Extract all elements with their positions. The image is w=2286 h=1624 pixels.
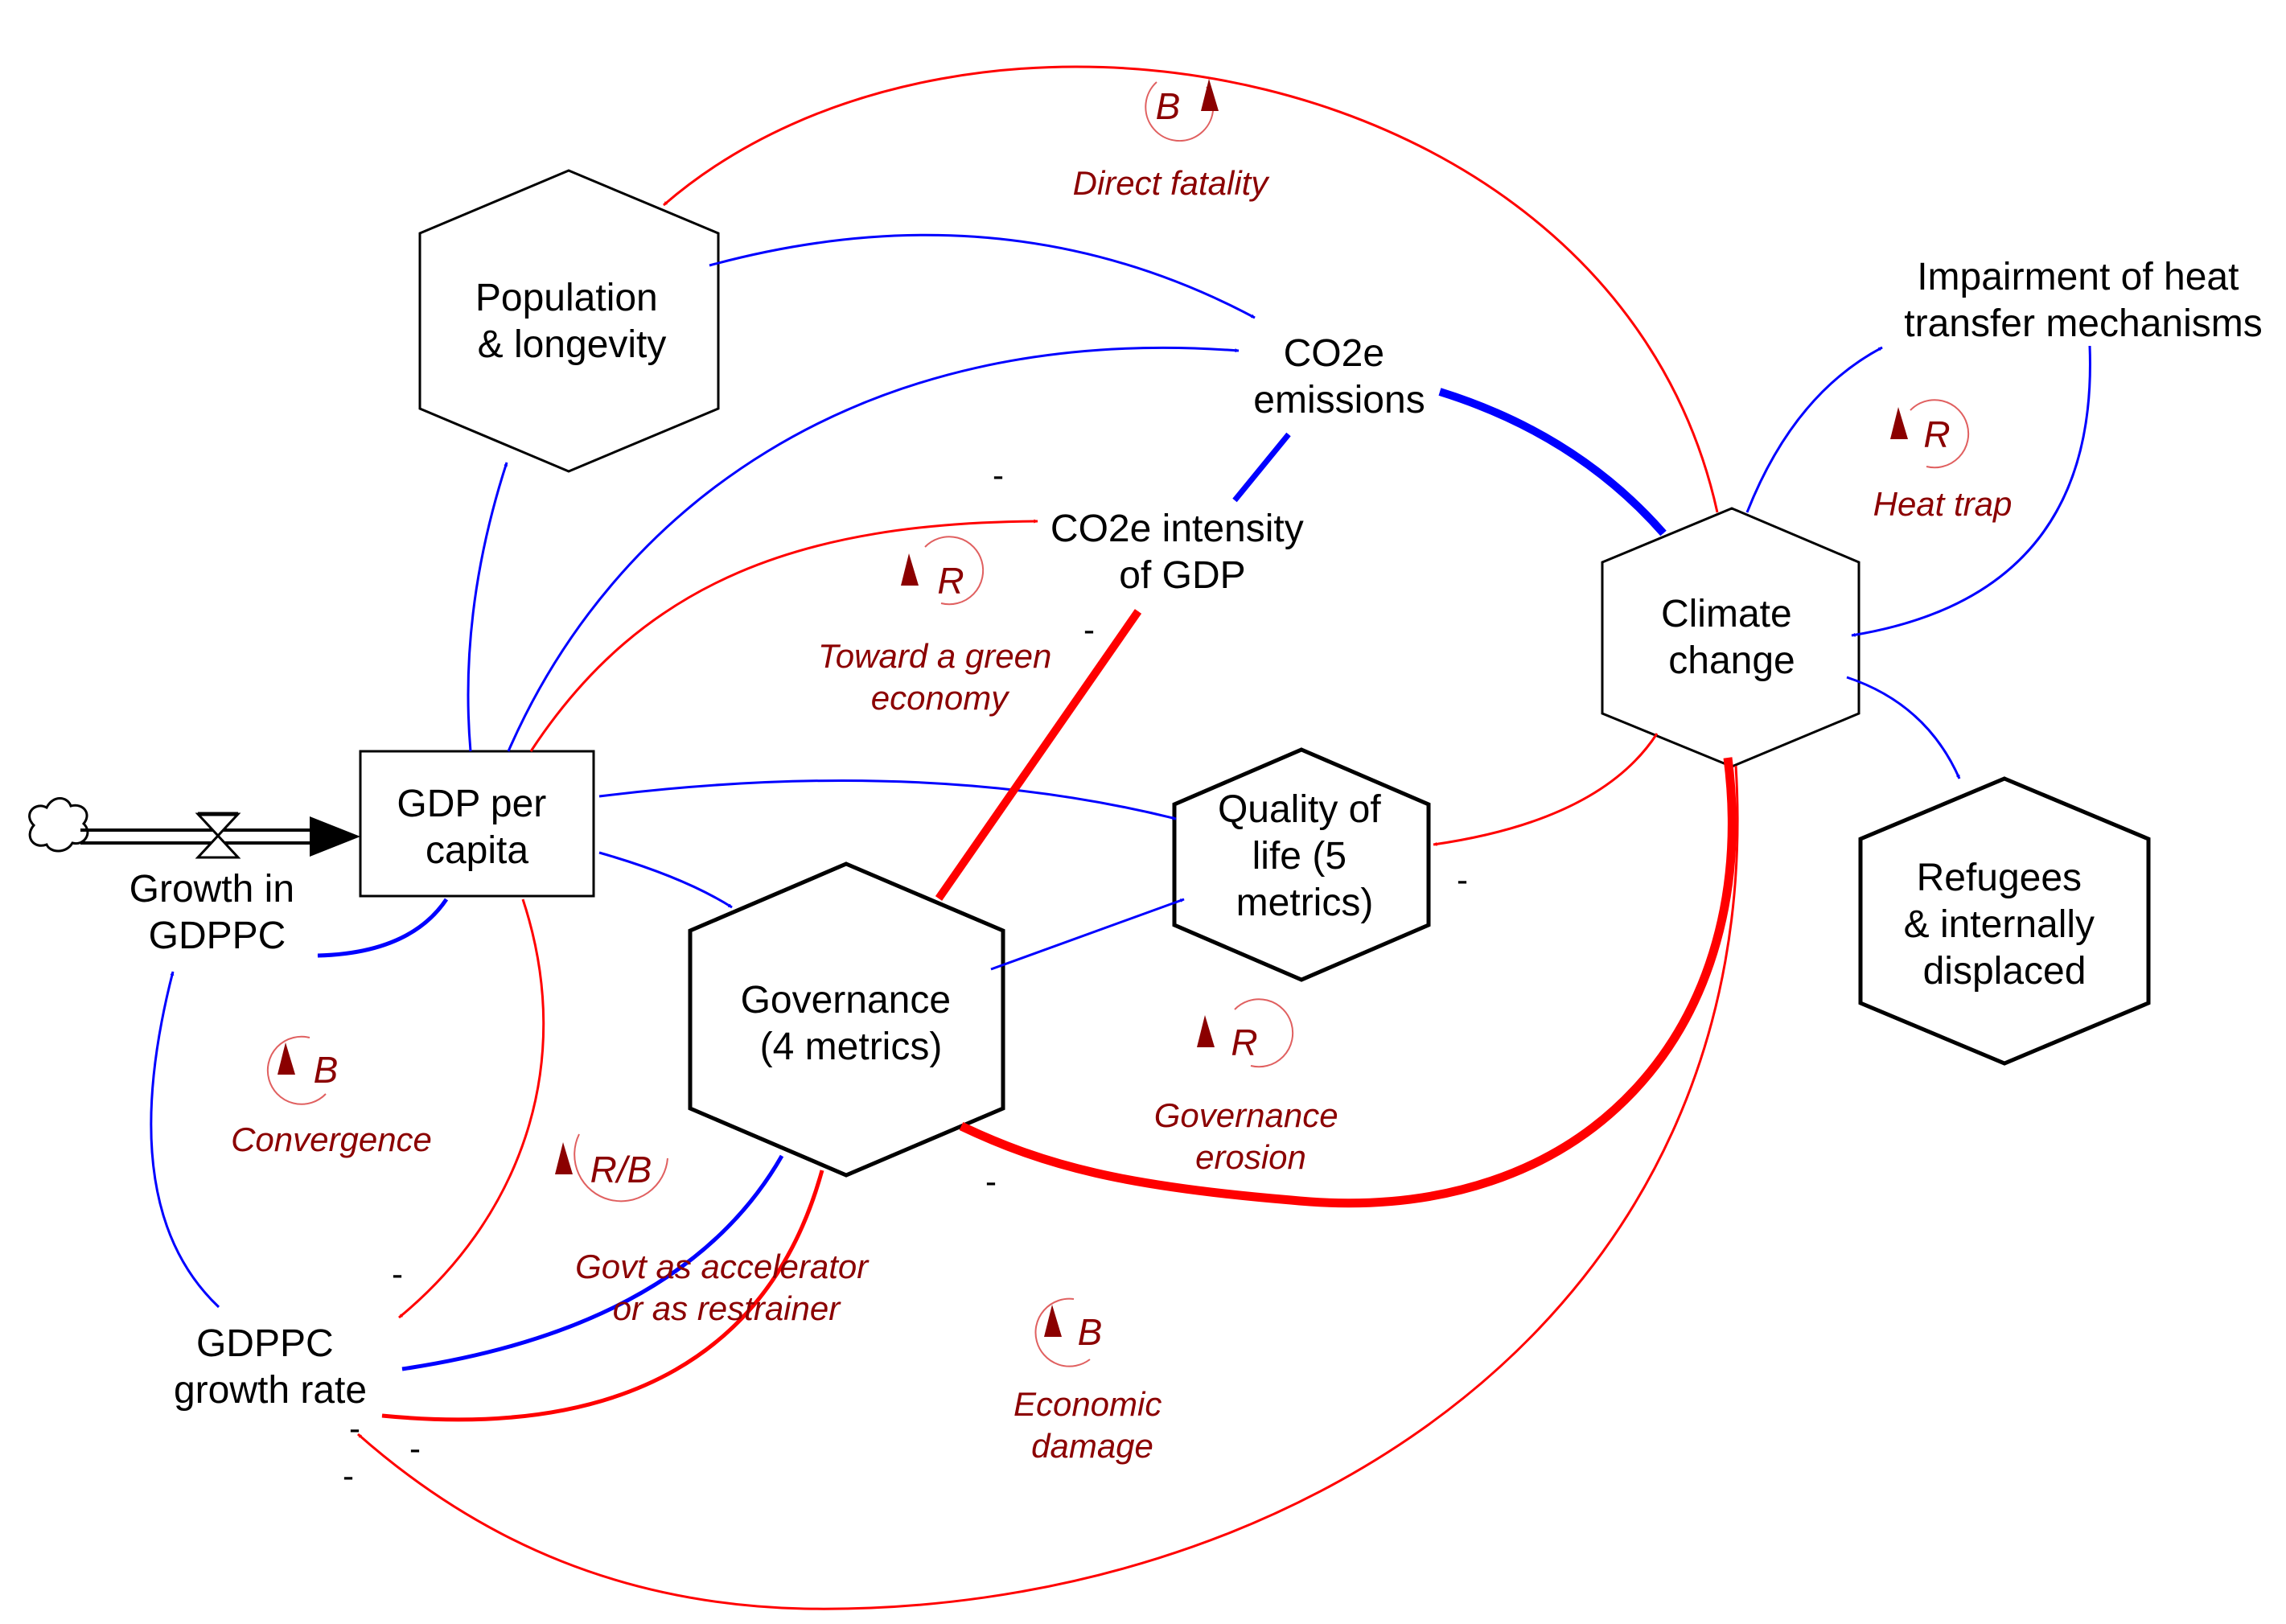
loop-arrow-icon bbox=[278, 1042, 295, 1075]
population-hexagon bbox=[418, 169, 720, 473]
quality-of-life-hexagon bbox=[1172, 747, 1431, 982]
loop-govt-accelerator-restrainer: R/B Govt as accelerator or as restrainer bbox=[555, 1133, 878, 1327]
loop-governance-erosion: R Governance erosion bbox=[1154, 998, 1347, 1176]
flow-valve-icon bbox=[195, 812, 241, 859]
climate-change-hexagon bbox=[1601, 507, 1860, 768]
svg-text:R/B: R/B bbox=[590, 1149, 652, 1190]
loop-circle-icon bbox=[924, 536, 985, 606]
growth-in-gdppc-label: Growth in GDPPC bbox=[130, 868, 306, 957]
link-climate-to-impairment bbox=[1745, 346, 1883, 513]
svg-text:Economic damage: Economic damage bbox=[1013, 1385, 1171, 1465]
climate-change-label: Climate change bbox=[1661, 593, 1803, 682]
svg-text:Governance erosion: Governance erosion bbox=[1154, 1096, 1347, 1176]
polarity-minus: - bbox=[409, 1429, 421, 1467]
polarity-minus: - bbox=[1457, 861, 1468, 898]
polarity-minus: - bbox=[1083, 611, 1095, 648]
loop-circle-icon bbox=[1034, 1297, 1091, 1367]
svg-text:R: R bbox=[1231, 1022, 1257, 1063]
loop-arrow-icon bbox=[1201, 79, 1219, 111]
loop-arrow-icon bbox=[1197, 1015, 1215, 1047]
flow-arrowhead bbox=[310, 816, 360, 857]
link-population-to-co2-emissions bbox=[709, 233, 1256, 319]
gdp-per-capita-box bbox=[359, 750, 595, 898]
svg-text:Convergence: Convergence bbox=[231, 1120, 432, 1158]
polarity-minus: - bbox=[392, 1255, 403, 1293]
polarity-minus: - bbox=[993, 456, 1004, 494]
co2-intensity-label: CO2e intensity of GDP bbox=[1050, 508, 1314, 597]
gdppc-growth-rate-label: GDPPC growth rate bbox=[174, 1322, 367, 1412]
link-climate-to-growth-rate bbox=[357, 765, 1739, 1610]
svg-text:B: B bbox=[314, 1049, 339, 1091]
svg-text:Direct fatality: Direct fatality bbox=[1073, 164, 1271, 202]
svg-text:R: R bbox=[937, 560, 964, 602]
loop-economic-damage: B Economic damage bbox=[1013, 1297, 1171, 1465]
loop-heat-trap: R Heat trap bbox=[1873, 399, 2013, 523]
link-co2-intensity-to-co2-emissions bbox=[1232, 432, 1291, 503]
loop-circle-icon bbox=[1234, 998, 1294, 1068]
link-gdp-to-growth-rate bbox=[398, 898, 545, 1319]
polarity-minus: - bbox=[343, 1457, 354, 1494]
svg-text:R: R bbox=[1923, 413, 1950, 455]
impairment-label: Impairment of heat transfer mechanisms bbox=[1904, 256, 2262, 345]
co2-emissions-label: CO2e emissions bbox=[1253, 332, 1425, 421]
link-governance-to-growth-rate-red bbox=[381, 1170, 824, 1422]
quality-of-life-label: Quality of life (5 metrics) bbox=[1218, 788, 1392, 924]
governance-label: Governance (4 metrics) bbox=[741, 979, 962, 1068]
link-gdp-to-co2-intensity bbox=[529, 519, 1038, 752]
population-label: Population & longevity bbox=[475, 277, 668, 366]
loop-arrow-icon bbox=[1890, 407, 1908, 439]
loop-convergence: B Convergence bbox=[231, 1035, 432, 1158]
refugees-hexagon bbox=[1858, 776, 2151, 1066]
loop-circle-icon bbox=[574, 1133, 668, 1203]
loop-direct-fatality: B Direct fatality bbox=[1073, 79, 1271, 202]
link-climate-to-governance bbox=[959, 757, 1737, 1208]
loop-circle-icon bbox=[266, 1035, 327, 1105]
link-climate-to-population bbox=[663, 65, 1719, 513]
svg-text:Heat trap: Heat trap bbox=[1873, 485, 2013, 523]
governance-hexagon bbox=[688, 861, 1005, 1178]
link-governance-to-growth-rate bbox=[401, 1154, 784, 1371]
svg-text:B: B bbox=[1078, 1311, 1103, 1353]
polarity-minus: - bbox=[985, 1162, 997, 1200]
svg-text:Toward a green economy: Toward a green economy bbox=[818, 637, 1061, 717]
loop-arrow-icon bbox=[555, 1142, 573, 1174]
polarity-minus: - bbox=[349, 1409, 360, 1447]
link-growth-rate-to-growth-in bbox=[150, 971, 220, 1309]
link-climate-to-refugees bbox=[1846, 676, 1961, 779]
link-gdp-to-growth-in bbox=[317, 898, 449, 958]
refugees-label: Refugees & internally displaced bbox=[1904, 857, 2106, 993]
link-impairment-to-climate bbox=[1851, 345, 2091, 637]
svg-text:B: B bbox=[1156, 85, 1181, 127]
gdp-per-capita-label: GDP per capita bbox=[397, 783, 557, 872]
svg-text:Govt as accelerator or a: Govt as accelerator or as restrainer bbox=[575, 1248, 878, 1327]
loop-arrow-icon bbox=[901, 553, 919, 586]
link-gdp-to-quality bbox=[598, 779, 1177, 820]
link-climate-to-quality bbox=[1433, 733, 1659, 846]
loop-circle-icon bbox=[1910, 399, 1970, 469]
loop-toward-green-economy: R Toward a green economy bbox=[818, 536, 1061, 717]
link-governance-to-co2-intensity bbox=[935, 609, 1142, 901]
link-governance-to-quality bbox=[990, 898, 1185, 971]
link-gdp-to-population bbox=[467, 462, 508, 752]
link-co2-emissions-to-climate bbox=[1438, 388, 1667, 537]
loop-arrow-icon bbox=[1044, 1305, 1062, 1337]
link-gdp-to-governance bbox=[598, 851, 733, 909]
source-cloud-icon bbox=[28, 797, 89, 853]
link-gdp-to-co2-emissions bbox=[507, 346, 1240, 752]
